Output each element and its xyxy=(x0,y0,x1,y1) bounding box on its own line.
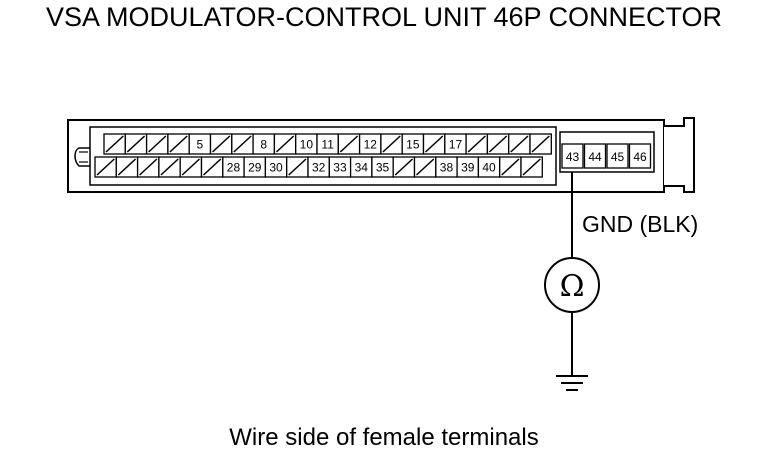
empty-cavity-slash xyxy=(394,158,414,176)
terminal-empty xyxy=(273,133,297,155)
terminal-empty xyxy=(422,133,446,155)
terminal-number: 33 xyxy=(333,161,347,175)
connector-key xyxy=(74,147,90,167)
terminal-35: 35 xyxy=(371,156,394,178)
terminal-empty xyxy=(520,156,543,178)
terminal-number: 29 xyxy=(248,161,262,175)
terminal-5: 5 xyxy=(188,133,212,155)
terminal-empty xyxy=(380,133,403,155)
empty-cavity-slash xyxy=(467,135,486,153)
terminal-empty xyxy=(508,133,531,155)
empty-cavity-slash xyxy=(105,135,124,153)
terminal-29: 29 xyxy=(243,156,267,178)
terminal-number: 10 xyxy=(300,138,314,152)
terminal-number: 30 xyxy=(269,161,283,175)
terminal-8: 8 xyxy=(252,133,276,155)
terminal-number: 12 xyxy=(364,138,378,152)
terminal-empty xyxy=(94,156,117,178)
empty-cavity-slash xyxy=(424,135,444,153)
terminal-empty xyxy=(136,156,160,178)
empty-cavity-slash xyxy=(339,135,359,153)
terminal-empty xyxy=(465,133,489,155)
terminal-empty xyxy=(145,133,169,155)
empty-cavity-slash xyxy=(488,135,508,153)
empty-cavity-slash xyxy=(148,135,167,153)
terminal-empty xyxy=(231,133,254,155)
terminal-number: 43 xyxy=(566,150,580,164)
terminal-empty xyxy=(158,156,181,178)
terminal-43: 43 xyxy=(561,143,584,169)
empty-cavity-slash xyxy=(211,135,231,153)
terminal-10: 10 xyxy=(295,133,318,155)
empty-cavity-slash xyxy=(415,158,435,176)
terminal-number: 5 xyxy=(197,138,204,152)
terminal-number: 38 xyxy=(440,161,454,175)
terminal-empty xyxy=(209,133,233,155)
empty-cavity-slash xyxy=(160,158,179,176)
probe-label: GND (BLK) xyxy=(582,211,699,237)
terminal-empty xyxy=(529,133,552,155)
empty-cavity-slash xyxy=(117,158,137,176)
terminal-28: 28 xyxy=(222,156,245,178)
terminal-38: 38 xyxy=(435,156,458,178)
terminal-15: 15 xyxy=(401,133,425,155)
terminal-number: 40 xyxy=(482,161,496,175)
empty-cavity-slash xyxy=(126,135,146,153)
terminal-empty xyxy=(286,156,309,178)
ohm-symbol: Ω xyxy=(560,269,585,304)
empty-cavity-slash xyxy=(181,158,201,176)
connector-latch xyxy=(664,117,695,193)
terminal-number: 46 xyxy=(633,150,647,164)
terminal-empty xyxy=(200,156,224,178)
terminal-33: 33 xyxy=(328,156,352,178)
terminal-empty xyxy=(337,133,361,155)
empty-cavity-slash xyxy=(501,158,520,176)
terminal-number: 28 xyxy=(227,161,241,175)
terminal-number: 11 xyxy=(321,138,334,152)
terminal-number: 45 xyxy=(611,150,625,164)
terminal-44: 44 xyxy=(583,143,607,169)
empty-cavity-slash xyxy=(233,135,252,153)
terminal-empty xyxy=(167,133,190,155)
terminal-number: 17 xyxy=(449,138,463,152)
terminal-number: 32 xyxy=(312,161,326,175)
empty-cavity-slash xyxy=(169,135,188,153)
empty-cavity-slash xyxy=(139,158,158,176)
terminal-number: 15 xyxy=(406,138,420,152)
terminal-empty xyxy=(103,133,126,155)
terminal-45: 45 xyxy=(606,143,629,169)
terminal-number: 35 xyxy=(376,161,390,175)
diagram-title: VSA MODULATOR-CONTROL UNIT 46P CONNECTOR xyxy=(45,2,723,32)
empty-cavity-slash xyxy=(522,158,541,176)
terminal-11: 11 xyxy=(316,133,339,155)
terminal-empty xyxy=(392,156,416,178)
terminal-empty xyxy=(413,156,437,178)
terminal-number: 39 xyxy=(461,161,475,175)
terminal-empty xyxy=(499,156,522,178)
empty-cavity-slash xyxy=(275,135,295,153)
terminal-number: 34 xyxy=(355,161,369,175)
terminal-empty xyxy=(124,133,148,155)
terminal-30: 30 xyxy=(264,156,288,178)
terminal-empty xyxy=(115,156,139,178)
terminal-number: 44 xyxy=(588,150,602,164)
empty-cavity-slash xyxy=(202,158,222,176)
empty-cavity-slash xyxy=(382,135,401,153)
terminal-46: 46 xyxy=(628,143,652,169)
empty-cavity-slash xyxy=(288,158,307,176)
terminal-number: 8 xyxy=(260,138,267,152)
terminal-empty xyxy=(179,156,203,178)
terminal-empty xyxy=(486,133,510,155)
terminal-40: 40 xyxy=(477,156,501,178)
empty-cavity-slash xyxy=(96,158,115,176)
terminal-12: 12 xyxy=(358,133,382,155)
empty-cavity-slash xyxy=(531,135,550,153)
terminal-32: 32 xyxy=(307,156,330,178)
terminal-17: 17 xyxy=(444,133,467,155)
terminal-34: 34 xyxy=(349,156,373,178)
empty-cavity-slash xyxy=(510,135,529,153)
terminal-39: 39 xyxy=(456,156,480,178)
diagram-caption: Wire side of female terminals xyxy=(229,424,539,451)
